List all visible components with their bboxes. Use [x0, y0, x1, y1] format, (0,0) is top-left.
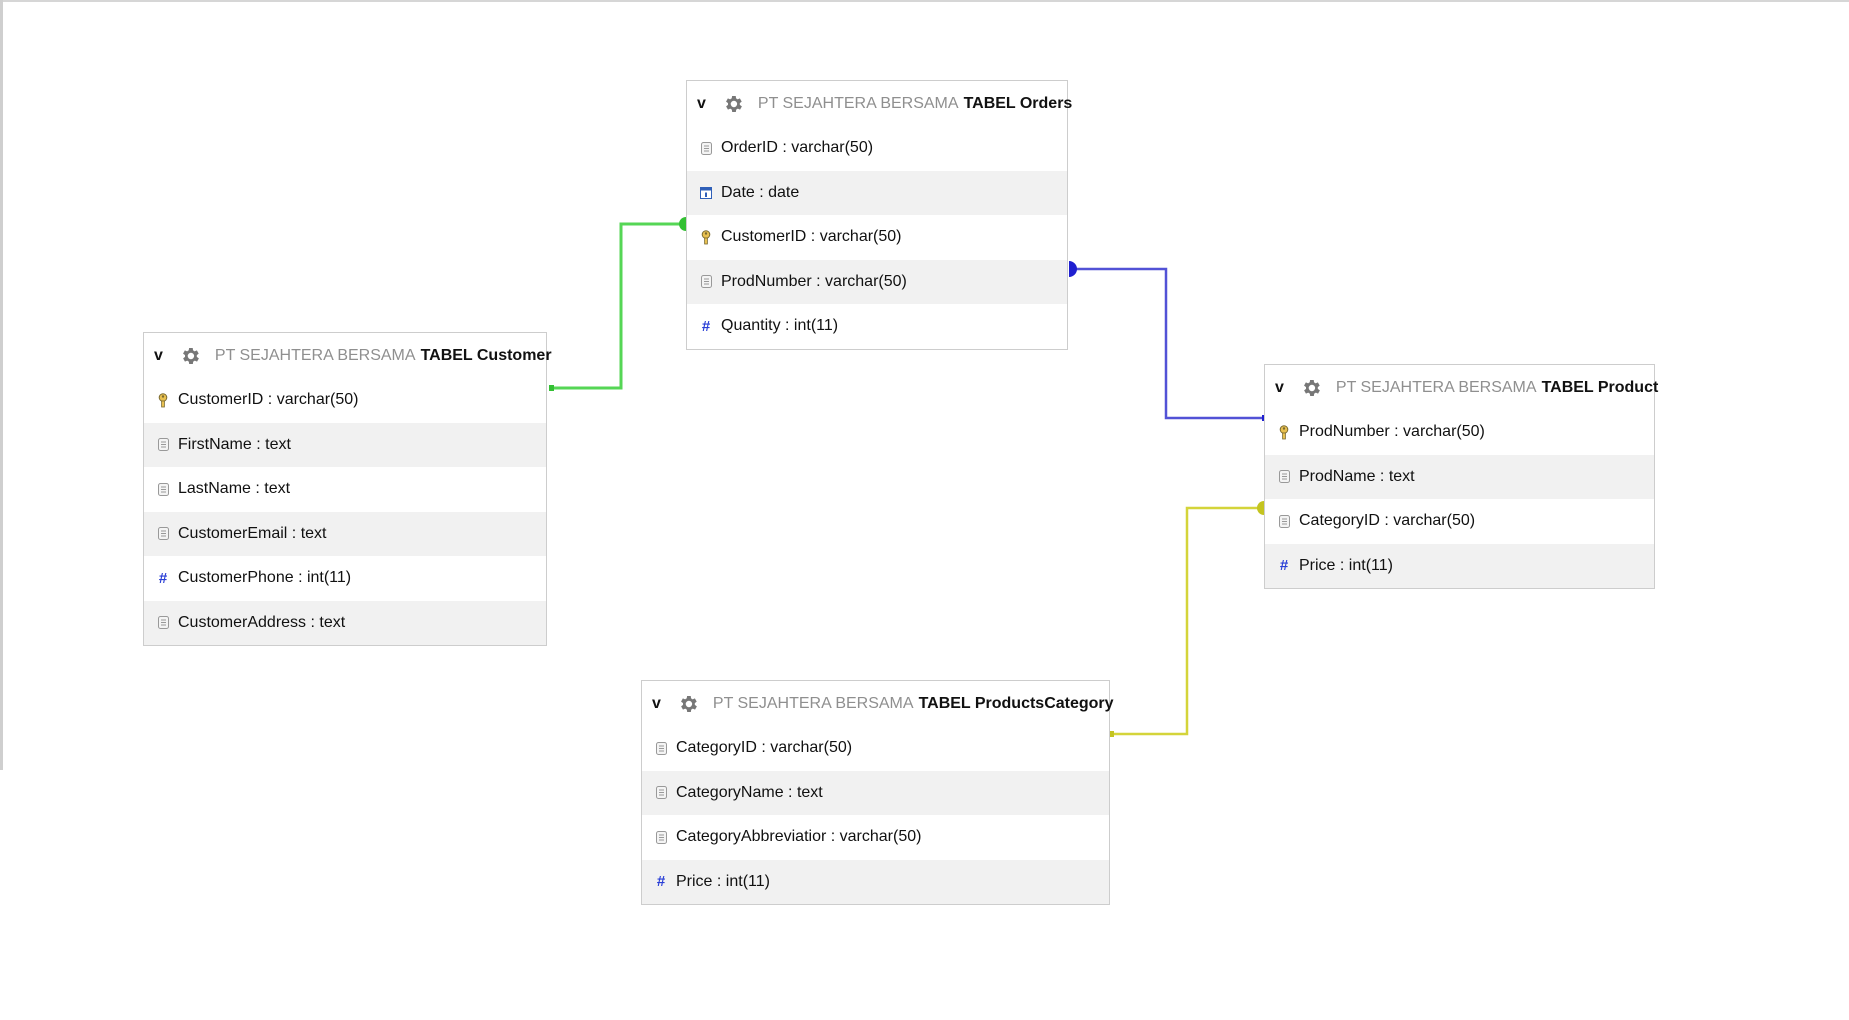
field-label: CustomerEmail : text — [178, 524, 327, 542]
field-row[interactable]: CategoryID : varchar(50) — [1265, 499, 1654, 544]
field-row[interactable]: CategoryName : text — [642, 770, 1109, 815]
collapse-toggle[interactable]: v — [1275, 378, 1284, 396]
field-label: ProdNumber : varchar(50) — [1299, 423, 1485, 441]
table-title: TABEL Product — [1541, 378, 1659, 396]
gear-icon[interactable] — [722, 93, 744, 115]
field-row[interactable]: LastName : text — [144, 467, 546, 512]
schema-name: PT SEJAHTERA BERSAMA — [712, 694, 914, 712]
table-productscategory[interactable]: v PT SEJAHTERA BERSAMA TABEL ProductsCat… — [641, 680, 1114, 905]
field-row[interactable]: CategoryID : varchar(50) — [642, 726, 1109, 771]
field-label: Quantity : int(11) — [721, 317, 839, 335]
schema-name: PT SEJAHTERA BERSAMA — [757, 94, 959, 112]
field-label: CategoryAbbreviatior : varchar(50) — [676, 828, 922, 846]
table-title: TABEL ProductsCategory — [918, 694, 1114, 712]
link-orders-product[interactable] — [1069, 261, 1267, 421]
field-row[interactable]: ProdNumber : varchar(50) — [687, 259, 1067, 304]
field-label: ProdNumber : varchar(50) — [721, 272, 907, 290]
key-icon — [1277, 424, 1291, 440]
field-label: CategoryID : varchar(50) — [1299, 512, 1476, 530]
table-product[interactable]: v PT SEJAHTERA BERSAMA TABEL Product Pro… — [1264, 364, 1658, 589]
canvas-left-border — [0, 0, 3, 770]
field-label: CustomerPhone : int(11) — [178, 569, 352, 587]
field-label: CategoryID : varchar(50) — [676, 739, 853, 757]
field-icon — [1277, 513, 1291, 529]
field-row[interactable]: # Quantity : int(11) — [687, 304, 1067, 349]
link-customer-orders[interactable] — [549, 217, 686, 391]
hash-icon: # — [701, 317, 711, 335]
field-icon — [1277, 469, 1291, 485]
table-customer[interactable]: v PT SEJAHTERA BERSAMA TABEL Customer Cu… — [143, 332, 552, 646]
field-row[interactable]: CustomerAddress : text — [144, 600, 546, 645]
table-orders[interactable]: v PT SEJAHTERA BERSAMA TABEL Orders Orde… — [686, 80, 1072, 350]
field-label: Date : date — [721, 183, 800, 201]
field-icon — [156, 437, 170, 453]
field-icon — [156, 481, 170, 497]
hash-icon: # — [656, 873, 666, 891]
field-icon — [156, 526, 170, 542]
field-row[interactable]: OrderID : varchar(50) — [687, 126, 1067, 171]
table-header[interactable]: v PT SEJAHTERA BERSAMA TABEL ProductsCat… — [642, 681, 1114, 726]
field-icon — [654, 785, 668, 801]
field-row[interactable]: # CustomerPhone : int(11) — [144, 556, 546, 601]
table-header[interactable]: v PT SEJAHTERA BERSAMA TABEL Orders — [687, 81, 1072, 126]
field-row[interactable]: FirstName : text — [144, 422, 546, 467]
gear-icon[interactable] — [179, 345, 201, 367]
field-row[interactable]: CustomerID : varchar(50) — [687, 215, 1067, 260]
field-label: LastName : text — [178, 480, 291, 498]
field-icon — [654, 740, 668, 756]
key-icon — [156, 392, 170, 408]
field-row[interactable]: Date : date — [687, 170, 1067, 215]
table-title: TABEL Customer — [420, 346, 552, 364]
field-icon — [699, 274, 713, 290]
table-header[interactable]: v PT SEJAHTERA BERSAMA TABEL Customer — [144, 333, 552, 378]
field-label: OrderID : varchar(50) — [721, 139, 874, 157]
gear-icon[interactable] — [1300, 377, 1322, 399]
hash-icon: # — [1279, 557, 1289, 575]
field-label: Price : int(11) — [1299, 556, 1393, 574]
hash-icon: # — [158, 569, 168, 587]
field-row[interactable]: # Price : int(11) — [1265, 543, 1654, 588]
collapse-toggle[interactable]: v — [652, 694, 661, 712]
field-row[interactable]: CustomerEmail : text — [144, 511, 546, 556]
field-row[interactable]: ProdNumber : varchar(50) — [1265, 410, 1654, 455]
field-label: FirstName : text — [178, 435, 291, 453]
schema-name: PT SEJAHTERA BERSAMA — [1335, 378, 1537, 396]
field-row[interactable]: ProdName : text — [1265, 454, 1654, 499]
collapse-toggle[interactable]: v — [154, 346, 163, 364]
collapse-toggle[interactable]: v — [697, 94, 706, 112]
field-icon — [156, 615, 170, 631]
field-label: CategoryName : text — [676, 783, 823, 801]
field-icon — [654, 829, 668, 845]
field-label: Price : int(11) — [676, 872, 770, 890]
schema-name: PT SEJAHTERA BERSAMA — [214, 346, 416, 364]
field-icon — [699, 140, 713, 156]
field-row[interactable]: CustomerID : varchar(50) — [144, 378, 546, 423]
field-label: CustomerAddress : text — [178, 613, 346, 631]
gear-icon[interactable] — [677, 693, 699, 715]
field-row[interactable]: CategoryAbbreviatior : varchar(50) — [642, 815, 1109, 860]
link-category-product[interactable] — [1109, 501, 1264, 737]
field-label: CustomerID : varchar(50) — [178, 391, 359, 409]
calendar-icon — [699, 185, 713, 201]
field-label: CustomerID : varchar(50) — [721, 228, 902, 246]
table-title: TABEL Orders — [963, 94, 1073, 112]
key-icon — [699, 229, 713, 245]
table-header[interactable]: v PT SEJAHTERA BERSAMA TABEL Product — [1265, 365, 1658, 410]
field-label: ProdName : text — [1299, 467, 1415, 485]
field-row[interactable]: # Price : int(11) — [642, 859, 1109, 904]
canvas-top-border — [0, 0, 1849, 2]
